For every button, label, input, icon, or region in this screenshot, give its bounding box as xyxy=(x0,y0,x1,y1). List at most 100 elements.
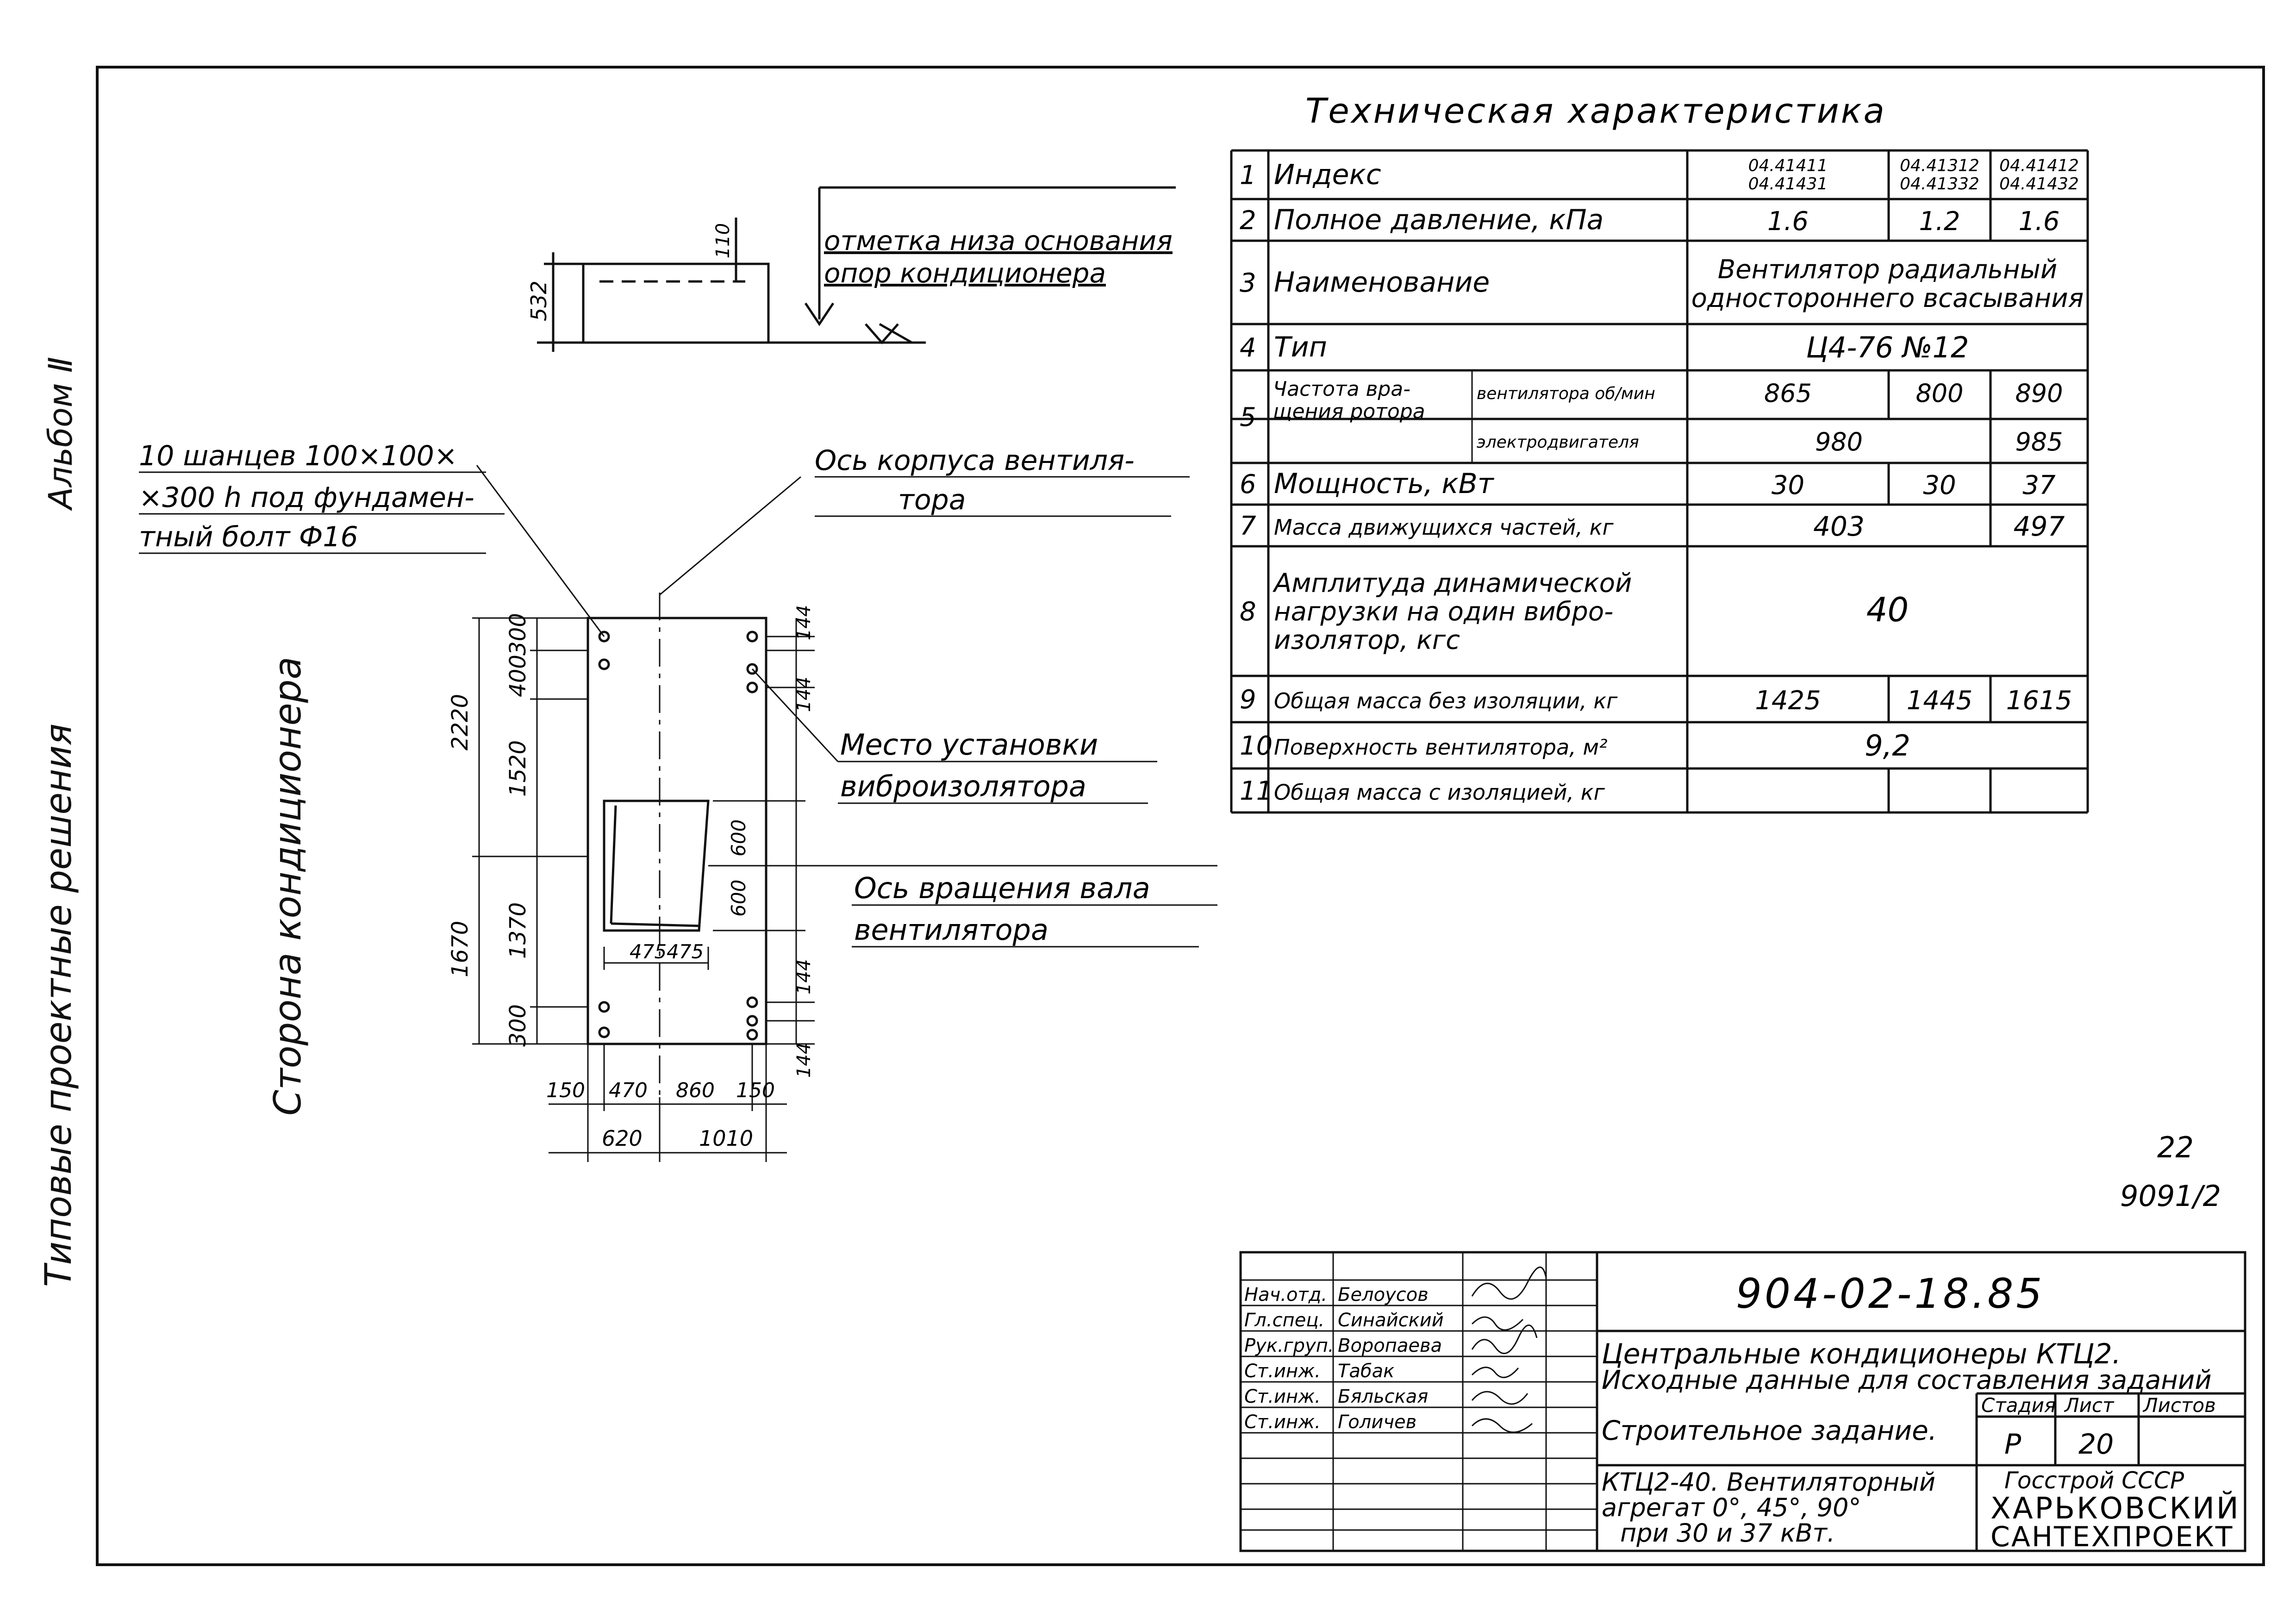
callout-shaft-line2: вентилятора xyxy=(854,913,1048,947)
description-line2: агрегат 0°, 45°, 90° xyxy=(1602,1493,1861,1522)
stage-header: Стадия xyxy=(1981,1394,2056,1417)
spec-row-7-c3: 497 xyxy=(2014,511,2065,542)
spec-row-1-c3-line1: 04.41412 xyxy=(1999,156,2079,175)
frame xyxy=(96,66,2265,1566)
spec-row-9-c2: 1445 xyxy=(1907,686,1973,716)
org-line2: ХАРЬКОВСКИЙ xyxy=(1990,1491,2240,1526)
spec-row-8-number: 8 xyxy=(1240,597,1256,627)
spec-row-8-label-line2: нагрузки на один вибро- xyxy=(1274,597,1613,627)
title-block-staff: Нач.отд. Белоусов Гл.спец. Синайский Рук… xyxy=(1244,1284,1444,1433)
staff-name-1: Белоусов xyxy=(1338,1284,1429,1305)
dim-bottom-3: 860 xyxy=(676,1079,715,1102)
dim-left-outer-lower: 1670 xyxy=(447,921,473,977)
dim-bottom-1: 150 xyxy=(546,1079,585,1102)
spec-row-8-label-line1: Амплитуда динамической xyxy=(1273,568,1632,598)
spec-row-5-label-line2: щения ротора xyxy=(1273,400,1425,423)
spec-row-1-label: Индекс xyxy=(1274,159,1381,191)
elevation-note-line2: опор кондиционера xyxy=(824,257,1106,289)
staff-role-3: Рук.груп. xyxy=(1244,1335,1334,1356)
anchor-bolts xyxy=(598,631,758,1041)
signatures xyxy=(1471,1267,1547,1433)
plan-dimension-labels: 2220 1670 300 400 1520 1370 300 144 144 … xyxy=(447,605,815,1151)
elevation-note-line1: отметка низа основания xyxy=(824,225,1173,256)
staff-name-5: Бяльская xyxy=(1338,1386,1428,1407)
spec-row-1-c2-line2: 04.41332 xyxy=(1900,175,1979,194)
description-line3: при 30 и 37 кВт. xyxy=(1620,1518,1835,1548)
dim-left-inner-2: 400 xyxy=(505,655,531,697)
spec-row-5-number: 5 xyxy=(1240,402,1256,432)
spec-row-6-c2: 30 xyxy=(1923,470,1956,500)
callout-anchors-line2: ×300 h под фундамен- xyxy=(139,481,474,514)
doc-title-line1: Центральные кондиционеры КТЦ2. xyxy=(1602,1338,2121,1370)
spec-row-5-sub2: электродвигателя xyxy=(1477,433,1639,452)
spec-row-1-number: 1 xyxy=(1240,161,1256,191)
spec-row-10-number: 10 xyxy=(1240,731,1273,761)
staff-role-5: Ст.инж. xyxy=(1244,1386,1321,1407)
staff-role-2: Гл.спец. xyxy=(1244,1310,1324,1331)
spec-row-2-c1: 1.6 xyxy=(1767,206,1809,237)
sheet-value: 20 xyxy=(2078,1428,2114,1461)
spec-row-3-value-line2: одностороннего всасывания xyxy=(1691,283,2084,313)
spec-row-1-c1-line1: 04.41411 xyxy=(1748,156,1828,175)
spec-row-9-label: Общая масса без изоляции, кг xyxy=(1274,688,1618,713)
spec-row-9-number: 9 xyxy=(1240,685,1256,715)
dim-right-6: 144 xyxy=(793,1043,815,1078)
org-line3: САНТЕХПРОЕКТ xyxy=(1990,1521,2234,1553)
spec-title: Техническая характеристика xyxy=(1305,91,1886,131)
spec-row-8-value: 40 xyxy=(1866,590,1909,629)
spec-row-6-c1: 30 xyxy=(1772,470,1804,500)
dim-left-outer-upper: 2220 xyxy=(447,694,473,750)
staff-role-1: Нач.отд. xyxy=(1244,1284,1327,1305)
spec-row-11-label: Общая масса с изоляцией, кг xyxy=(1274,780,1605,805)
spec-row-5-c2: 800 xyxy=(1915,379,1963,408)
dim-right-3: 600 xyxy=(727,819,750,856)
spec-row-11-number: 11 xyxy=(1240,776,1273,806)
spec-row-3-value-line1: Вентилятор радиальный xyxy=(1718,255,2058,285)
sheet-ref-code: 9091/2 xyxy=(2120,1179,2221,1213)
task-label: Строительное задание. xyxy=(1602,1415,1937,1446)
spec-row-9-c1: 1425 xyxy=(1755,686,1821,716)
spec-row-9-c3: 1615 xyxy=(2006,686,2072,716)
spec-row-2-c3: 1.6 xyxy=(2018,206,2059,237)
elevation-dim-top: 110 xyxy=(712,223,734,258)
staff-name-4: Табак xyxy=(1338,1361,1394,1382)
description-line1: КТЦ2-40. Вентиляторный xyxy=(1602,1468,1935,1497)
spec-row-3-number: 3 xyxy=(1240,268,1256,298)
spec-row-6-c3: 37 xyxy=(2022,470,2056,500)
doc-code: 904-02-18.85 xyxy=(1736,1270,2045,1318)
spec-row-2-number: 2 xyxy=(1240,206,1256,236)
sheet-ref-page: 22 xyxy=(2157,1131,2194,1164)
title-block-grid xyxy=(1239,1251,2246,1552)
dim-left-inner-1: 300 xyxy=(505,613,531,656)
spec-row-1-c2-line1: 04.41312 xyxy=(1900,156,1979,175)
dim-bottom-6: 1010 xyxy=(699,1126,753,1151)
spec-row-4-number: 4 xyxy=(1240,333,1256,363)
callout-isolator-line1: Место установки xyxy=(840,728,1098,762)
dim-inner-right: 475 xyxy=(667,940,704,963)
spec-row-10-value: 9,2 xyxy=(1865,729,1910,762)
foundation-plan xyxy=(139,465,1217,1162)
spec-row-5-sub1: вентилятора об/мин xyxy=(1477,384,1655,403)
staff-role-6: Ст.инж. xyxy=(1244,1412,1321,1433)
spec-table-grid xyxy=(1230,149,2089,814)
dim-bottom-2: 470 xyxy=(609,1079,648,1102)
dim-bottom-5: 620 xyxy=(602,1126,643,1151)
sheet-header: Лист xyxy=(2064,1394,2115,1417)
spec-row-5-c3: 890 xyxy=(2015,379,2063,408)
spec-row-4-value: Ц4-76 №12 xyxy=(1806,331,1969,364)
spec-row-7-c12: 403 xyxy=(1813,511,1865,542)
spec-row-1-c1-line2: 04.41431 xyxy=(1748,175,1828,194)
spec-row-1-c3-line2: 04.41432 xyxy=(1999,175,2079,194)
dim-right-5: 144 xyxy=(793,959,815,994)
callout-axis-line1: Ось корпуса вентиля- xyxy=(815,444,1135,477)
spec-row-10-label: Поверхность вентилятора, м² xyxy=(1274,735,1608,760)
spec-row-5-c1: 865 xyxy=(1764,379,1812,408)
dim-left-inner-3: 1520 xyxy=(505,740,531,797)
staff-name-6: Голичев xyxy=(1338,1412,1416,1433)
callout-isolator-line2: виброизолятора xyxy=(840,769,1086,803)
staff-role-4: Ст.инж. xyxy=(1244,1361,1321,1382)
stage-value: Р xyxy=(2004,1428,2021,1461)
staff-name-3: Воропаева xyxy=(1338,1335,1442,1356)
spec-row-6-label: Мощность, кВт xyxy=(1274,468,1495,500)
